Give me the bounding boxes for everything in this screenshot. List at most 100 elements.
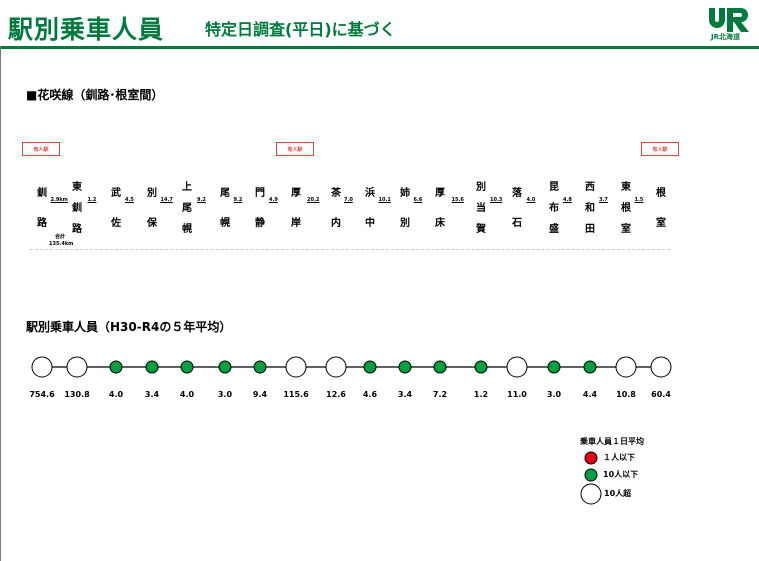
station-circle [218, 360, 232, 374]
distance-label: 2.9km [50, 197, 68, 203]
station-name-char: 姉 [400, 188, 410, 199]
legend-swatch [580, 483, 602, 505]
station-name-char: 根 [656, 188, 666, 199]
ridership-value: 9.4 [253, 390, 268, 399]
ridership-value: 754.6 [29, 390, 55, 399]
station-name-char: 根 [621, 203, 631, 214]
station-name-char: 釧 [72, 203, 82, 214]
legend-label: １人以下 [603, 453, 635, 462]
station-name-char: 床 [435, 218, 445, 229]
dashed-guide [30, 249, 670, 250]
station-circle [180, 360, 194, 374]
station-name-char: 尾 [182, 203, 192, 214]
ridership-value: 12.6 [326, 390, 346, 399]
left-border [0, 46, 1, 561]
station-name-char: 田 [585, 224, 595, 235]
distance-label: 14.7 [160, 197, 173, 203]
distance-label: 9.2 [197, 197, 206, 203]
distance-label: 4.0 [526, 197, 536, 203]
station-name-char: 上 [182, 182, 192, 193]
distance-label: 4.5 [125, 197, 134, 203]
station-circle [363, 360, 377, 374]
station-circle [650, 356, 672, 378]
distance-label: 9.2 [233, 197, 243, 203]
station-circle [433, 360, 447, 374]
distance-label: 3.7 [599, 197, 608, 203]
jr-hokkaido-logo: JR北海道 [705, 8, 753, 44]
distance-label: 4.8 [563, 197, 572, 203]
station-name-char: 尾 [220, 188, 230, 199]
distance-label: 6.6 [413, 197, 423, 203]
distance-label: 7.0 [344, 197, 353, 203]
station-name-char: 賀 [476, 224, 486, 235]
station-name-char: 門 [255, 188, 265, 199]
legend-swatch [584, 468, 598, 482]
station-circle [615, 356, 637, 378]
station-name-char: 室 [656, 218, 666, 229]
station-name-char: 浜 [365, 188, 375, 199]
ridership-value: 4.0 [180, 390, 195, 399]
ridership-title: 駅別乗車人員（H30-R4の５年平均） [26, 320, 232, 334]
station-name-char: 佐 [111, 218, 121, 229]
page-subtitle: 特定日調査(平日)に基づく [205, 20, 396, 39]
station-circle [547, 360, 561, 374]
logo-text: JR北海道 [711, 33, 740, 41]
station-name-char: 静 [255, 218, 265, 229]
station-name-char: 西 [585, 182, 595, 193]
station-circle [474, 360, 488, 374]
staffed-station-box: 有人駅 [276, 142, 314, 156]
station-name-char: 別 [147, 188, 157, 199]
ridership-value: 3.0 [218, 390, 233, 399]
station-name-char: 武 [111, 188, 121, 199]
station-name-char: 落 [512, 188, 522, 199]
ridership-value: 130.8 [64, 390, 90, 399]
station-circle [66, 356, 88, 378]
station-name-char: 幌 [220, 218, 230, 229]
station-name-char: 路 [72, 224, 82, 235]
station-name-char: 別 [476, 182, 486, 193]
station-circle [583, 360, 597, 374]
station-circle [398, 360, 412, 374]
station-name-char: 厚 [435, 188, 445, 199]
station-circle [325, 356, 347, 378]
ridership-value: 3.0 [547, 390, 562, 399]
total-distance-label: 合計 [55, 234, 66, 240]
station-name-char: 釧 [37, 188, 47, 199]
distance-label: 10.1 [378, 197, 391, 203]
station-circle [109, 360, 123, 374]
station-name-char: 別 [400, 218, 410, 229]
header-divider [0, 46, 759, 49]
station-name-char: 室 [621, 224, 631, 235]
station-name-char: 盛 [549, 224, 559, 235]
distance-label: 1.2 [87, 197, 97, 203]
station-circle [506, 356, 528, 378]
ridership-value: 60.4 [651, 390, 671, 399]
station-circle [31, 356, 53, 378]
station-name-char: 布 [549, 203, 559, 214]
ridership-value: 1.2 [474, 390, 488, 399]
legend-title: 乗車人員１日平均 [580, 437, 644, 446]
distance-label: 20.2 [307, 197, 320, 203]
ridership-value: 115.6 [283, 390, 309, 399]
station-name-char: 東 [621, 182, 631, 193]
station-circle [253, 360, 267, 374]
distance-label: 15.6 [451, 197, 464, 203]
station-name-char: 内 [331, 218, 341, 229]
station-name-char: 路 [37, 218, 47, 229]
station-name-char: 幌 [182, 224, 192, 235]
station-name-char: 中 [365, 218, 375, 229]
jr-logo-icon [709, 8, 749, 32]
legend-label: 10人以下 [603, 470, 639, 479]
ridership-value: 4.0 [109, 390, 124, 399]
staffed-station-box: 有人駅 [641, 142, 679, 156]
station-name-char: 石 [512, 218, 522, 229]
station-circle [145, 360, 159, 374]
ridership-value: 3.4 [145, 390, 160, 399]
ridership-value: 7.2 [433, 390, 447, 399]
station-circle [285, 356, 307, 378]
ridership-value: 4.4 [583, 390, 598, 399]
station-name-char: 和 [585, 203, 595, 214]
page-title: 駅別乗車人員 [8, 15, 165, 44]
distance-label: 1.5 [634, 197, 644, 203]
